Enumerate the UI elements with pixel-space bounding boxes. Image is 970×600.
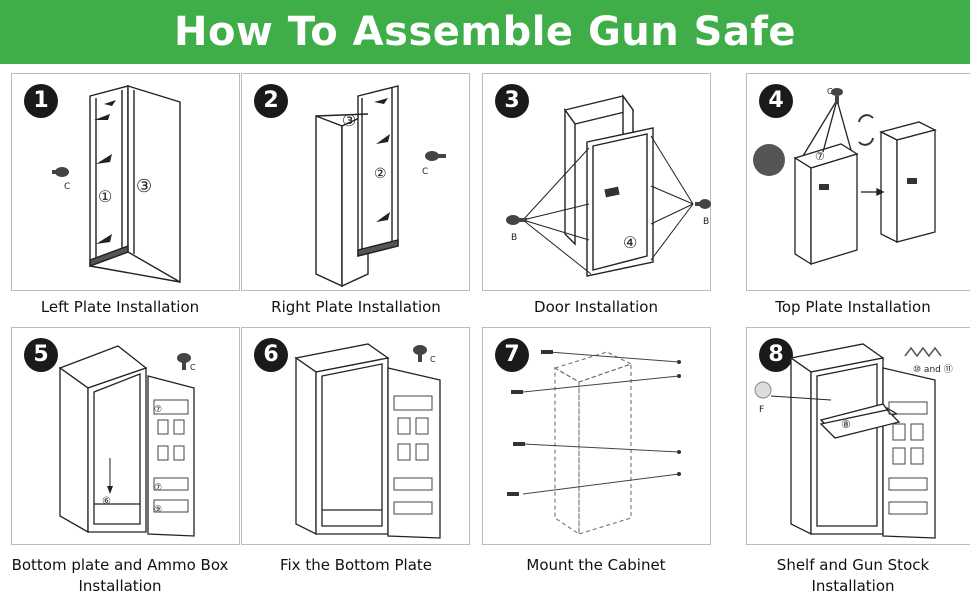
- fix-bottom-plate-illustration: C: [294, 343, 441, 539]
- step-number-badge: 1: [24, 84, 58, 118]
- part-4-label: ④: [623, 235, 637, 252]
- part-8-label: ⑧: [841, 419, 851, 431]
- step-8-panel: 8 F ⑩ and ⑪ ⑧: [746, 327, 970, 545]
- step-3-panel: 3 B B ④: [482, 73, 711, 291]
- screw-b-label: B: [703, 217, 709, 227]
- step-2-panel: 2 C ③ ②: [241, 73, 470, 291]
- detail-zoom-icon: [753, 144, 785, 176]
- step-number-badge: 5: [24, 338, 58, 372]
- part-6-label: ⑥: [102, 496, 111, 507]
- screw-c-label: C: [827, 87, 833, 96]
- step-8-caption: Shelf and Gun Stock Installation: [776, 556, 930, 595]
- step-4-panel: 4 C ⑦: [746, 73, 970, 291]
- screw-b-label: B: [511, 233, 517, 243]
- part-3-label: ③: [342, 113, 356, 130]
- step-1-panel: 1 C ① ③: [11, 73, 240, 291]
- mount-cabinet-illustration: [507, 350, 681, 535]
- door-illustration: B B ④: [506, 93, 711, 277]
- page-title: How To Assemble Gun Safe: [173, 9, 797, 55]
- gun-stock-hook-icon: [904, 346, 942, 358]
- part-1-label: ①: [98, 189, 112, 206]
- step-5-panel: 5 C ⑥ ⑦ ⑦ ⑨: [11, 327, 240, 545]
- part-7-label: ⑦: [154, 404, 162, 414]
- step-7-caption: Mount the Cabinet: [526, 556, 666, 574]
- title-banner: How To Assemble Gun Safe: [0, 0, 970, 64]
- step-2-caption: Right Plate Installation: [271, 298, 441, 316]
- screw-c-label: C: [64, 182, 70, 192]
- rotate-arrow-icon: [858, 114, 874, 123]
- shelf-gun-stock-illustration: F ⑩ and ⑪ ⑧: [754, 343, 953, 539]
- step-6-caption: Fix the Bottom Plate: [279, 556, 433, 574]
- top-plate-illustration: C ⑦: [753, 87, 937, 266]
- step-number-badge: 7: [495, 338, 529, 372]
- step-4-caption: Top Plate Installation: [775, 298, 931, 316]
- part-7-label: ⑦: [154, 482, 162, 492]
- screw-c-label: C: [430, 355, 436, 364]
- step-1-caption: Left Plate Installation: [40, 298, 200, 316]
- part-9-label: ⑨: [154, 504, 162, 514]
- screw-c-label: C: [422, 167, 428, 177]
- screw-c-label: C: [190, 363, 196, 372]
- step-7-panel: 7: [482, 327, 711, 545]
- step-number-badge: 8: [759, 338, 793, 372]
- step-5-caption: Bottom plate and Ammo Box Installation: [11, 556, 229, 595]
- screw-f-icon: [754, 381, 772, 399]
- step-number-badge: 3: [495, 84, 529, 118]
- part-2-label: ②: [374, 165, 387, 181]
- step-number-badge: 6: [254, 338, 288, 372]
- parts-10-11-label: ⑩ and ⑪: [913, 364, 953, 375]
- step-3-caption: Door Installation: [534, 298, 658, 316]
- part-3-label: ③: [136, 176, 152, 196]
- bottom-plate-ammo-box-illustration: C ⑥ ⑦ ⑦ ⑨: [58, 345, 196, 537]
- left-plate-illustration: C ① ③: [52, 85, 181, 284]
- step-number-badge: 4: [759, 84, 793, 118]
- step-number-badge: 2: [254, 84, 288, 118]
- right-plate-illustration: C ③ ②: [315, 85, 446, 288]
- step-6-panel: 6 C: [241, 327, 470, 545]
- part-7-label: ⑦: [815, 151, 825, 163]
- screw-f-label: F: [759, 405, 764, 415]
